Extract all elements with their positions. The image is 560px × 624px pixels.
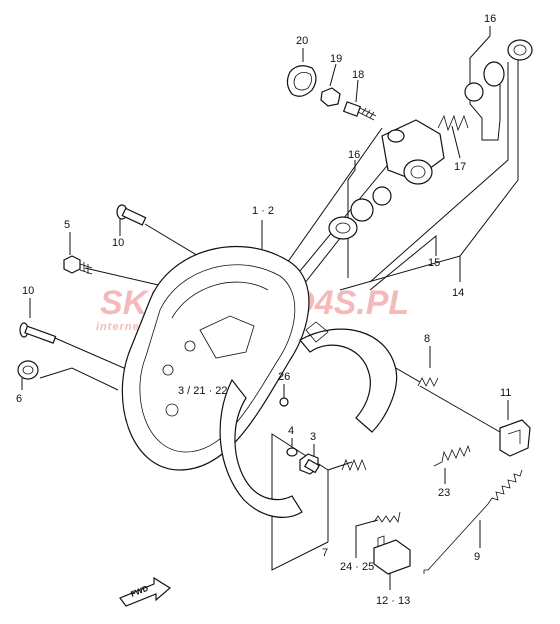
part-18-bleeder-screw (342, 101, 377, 121)
part-17-spring (437, 114, 469, 132)
part-9-spring (423, 469, 523, 574)
part-12-13-block (373, 535, 411, 575)
part-10-bolt-left (19, 322, 57, 344)
callout-5: 5 (64, 219, 70, 231)
callout-14: 14 (452, 287, 464, 299)
callout-12-13: 12 · 13 (376, 595, 410, 607)
callout-16-top: 16 (484, 13, 496, 25)
part-16-top-cup (507, 39, 533, 61)
part-15-piston-top (464, 61, 505, 102)
callout-8: 8 (424, 333, 430, 345)
callout-20: 20 (296, 35, 308, 47)
part-19-bleeder-cap (320, 87, 341, 107)
callout-23: 23 (438, 487, 450, 499)
lower-return-spring (341, 458, 367, 472)
part-20-cover (286, 65, 317, 97)
callout-26: 26 (278, 371, 290, 383)
part-10-bolt-top (116, 204, 147, 226)
part-6-nut (17, 360, 39, 380)
callout-16-lower: 16 (348, 149, 360, 161)
callout-15: 15 (428, 257, 440, 269)
callout-17: 17 (454, 161, 466, 173)
callout-3-21-22: 3 / 21 · 22 (178, 385, 228, 397)
fwd-arrow: FWD (119, 576, 172, 607)
callout-7: 7 (322, 547, 328, 559)
part-4-washer (286, 447, 298, 457)
part-26-pin (279, 397, 289, 407)
backing-plate (121, 246, 310, 471)
callout-6: 6 (16, 393, 22, 405)
callout-1-2: 1 · 2 (252, 205, 274, 217)
callout-19: 19 (330, 53, 342, 65)
wheel-cylinder (381, 119, 445, 185)
callout-11: 11 (500, 387, 511, 399)
part-7-brake-shoes (219, 321, 398, 518)
part-23-spring (433, 444, 471, 467)
part-24-25-spring (373, 511, 401, 524)
callout-18: 18 (352, 69, 364, 81)
part-8-spring (417, 377, 439, 387)
callout-3: 3 (310, 431, 316, 443)
part-3-bolt (299, 453, 321, 475)
callout-10-top: 10 (112, 237, 124, 249)
callout-labels: 20 19 18 16 17 16 1 · 2 5 10 15 14 10 6 … (16, 13, 511, 607)
callout-10-left: 10 (22, 285, 34, 297)
callout-4: 4 (288, 425, 294, 437)
callout-24-25: 24 · 25 (340, 561, 374, 573)
part-5-bolt (63, 255, 93, 275)
part-16-lower-cup (328, 186, 392, 240)
callout-9: 9 (474, 551, 480, 563)
part-11-clip (499, 419, 531, 457)
